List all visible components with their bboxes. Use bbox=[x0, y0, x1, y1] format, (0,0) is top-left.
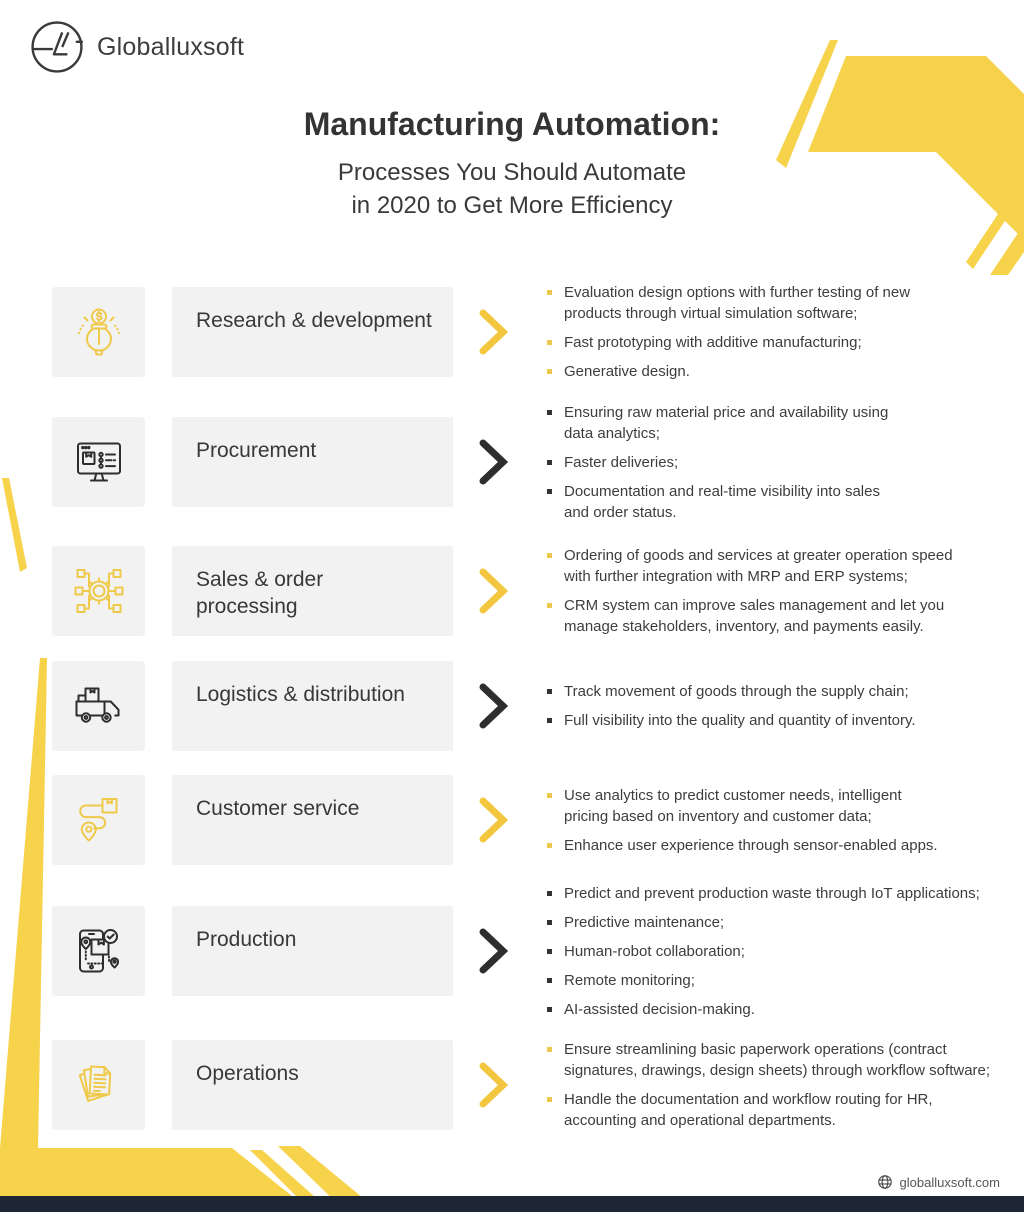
bullet-item: Use analytics to predict customer needs,… bbox=[546, 785, 1024, 827]
bullet-item: Faster deliveries; bbox=[546, 452, 1024, 473]
bullet-list: Use analytics to predict customer needs,… bbox=[546, 785, 1024, 856]
bullet-item: Documentation and real-time visibility i… bbox=[546, 481, 1024, 523]
process-row-production: Production Predict and prevent productio… bbox=[52, 885, 1014, 1018]
bullet-item: Ensuring raw material price and availabi… bbox=[546, 402, 1024, 444]
row-label: Customer service bbox=[196, 797, 360, 820]
row-label-box: Research & development bbox=[172, 287, 453, 377]
bullet-item: Enhance user experience through sensor-e… bbox=[546, 835, 1024, 856]
row-icon-box bbox=[52, 661, 145, 751]
page-subtitle: Processes You Should Automate in 2020 to… bbox=[337, 159, 687, 219]
row-label: Logistics & distribution bbox=[196, 683, 405, 706]
row-label: Production bbox=[196, 928, 297, 951]
bullet-item: CRM system can improve sales management … bbox=[546, 595, 1024, 637]
row-label: Sales & order processing bbox=[196, 568, 324, 618]
header: Manufacturing Automation: Processes You … bbox=[0, 106, 1024, 222]
bullet-item: Ensure streamlining basic paperwork oper… bbox=[546, 1039, 1024, 1081]
monitor-checklist-icon bbox=[71, 434, 127, 490]
bullet-item: Generative design. bbox=[546, 361, 1024, 382]
bullet-list: Ordering of goods and services at greate… bbox=[546, 545, 1024, 637]
bullet-list: Ensure streamlining basic paperwork oper… bbox=[546, 1039, 1024, 1131]
chevron-right-icon bbox=[479, 683, 508, 729]
row-label-box: Operations bbox=[172, 1040, 453, 1130]
row-label-box: Sales & order processing bbox=[172, 546, 453, 636]
bullet-item: Remote monitoring; bbox=[546, 970, 1024, 991]
process-row-customer-service: Customer service Use analytics to predic… bbox=[52, 775, 1014, 865]
bullet-item: Full visibility into the quality and qua… bbox=[546, 710, 1024, 731]
chevron-right-icon bbox=[479, 439, 508, 485]
row-label-box: Customer service bbox=[172, 775, 453, 865]
bullet-item: Human-robot collaboration; bbox=[546, 941, 1024, 962]
bullet-list: Track movement of goods through the supp… bbox=[546, 681, 1024, 731]
bullet-item: Ordering of goods and services at greate… bbox=[546, 545, 1024, 587]
process-row-operations: Operations Ensure streamlining basic pap… bbox=[52, 1040, 1014, 1130]
brand-name: Globalluxsoft bbox=[97, 32, 245, 61]
route-pin-icon bbox=[71, 792, 127, 848]
page-title: Manufacturing Automation: bbox=[303, 106, 721, 142]
row-label: Research & development bbox=[196, 309, 432, 332]
row-label-box: Production bbox=[172, 906, 453, 996]
truck-boxes-icon bbox=[71, 678, 127, 734]
chevron-right-icon bbox=[479, 568, 508, 614]
footer-website-link[interactable]: globalluxsoft.com bbox=[877, 1174, 1000, 1190]
bullet-item: Evaluation design options with further t… bbox=[546, 282, 1024, 324]
row-icon-box bbox=[52, 417, 145, 507]
row-icon-box bbox=[52, 1040, 145, 1130]
bullet-item: Track movement of goods through the supp… bbox=[546, 681, 1024, 702]
lightbulb-dollar-icon bbox=[71, 304, 127, 360]
globalluxsoft-logo-icon bbox=[31, 21, 84, 73]
chevron-right-icon bbox=[479, 309, 508, 355]
bullet-list: Evaluation design options with further t… bbox=[546, 282, 1024, 382]
row-icon-box bbox=[52, 775, 145, 865]
row-label: Operations bbox=[196, 1062, 299, 1085]
logo-bar: Globalluxsoft bbox=[30, 20, 244, 74]
bullet-list: Ensuring raw material price and availabi… bbox=[546, 402, 1024, 523]
chevron-right-icon bbox=[479, 928, 508, 974]
process-row-logistics-distribution: Logistics & distribution Track movement … bbox=[52, 661, 1014, 751]
bullet-item: Predictive maintenance; bbox=[546, 912, 1024, 933]
footer-website-text: globalluxsoft.com bbox=[899, 1174, 1000, 1190]
bullet-item: Handle the documentation and workflow ro… bbox=[546, 1089, 1024, 1131]
chevron-right-icon bbox=[479, 797, 508, 843]
bullet-item: Fast prototyping with additive manufactu… bbox=[546, 332, 1024, 353]
bullet-item: AI-assisted decision-making. bbox=[546, 999, 1024, 1020]
process-row-research-development: Research & development Evaluation design… bbox=[52, 284, 1014, 380]
gear-network-icon bbox=[71, 563, 127, 619]
row-icon-box bbox=[52, 546, 145, 636]
row-label: Procurement bbox=[196, 439, 317, 462]
row-icon-box bbox=[52, 906, 145, 996]
bullet-list: Predict and prevent production waste thr… bbox=[546, 883, 1024, 1020]
row-label-box: Logistics & distribution bbox=[172, 661, 453, 751]
row-icon-box bbox=[52, 287, 145, 377]
row-label-box: Procurement bbox=[172, 417, 453, 507]
documents-icon bbox=[71, 1057, 127, 1113]
bullet-item: Predict and prevent production waste thr… bbox=[546, 883, 1024, 904]
process-row-sales-order-processing: Sales & order processing Ordering of goo… bbox=[52, 546, 1014, 636]
footer-dark-bar bbox=[0, 1196, 1024, 1212]
phone-package-icon bbox=[71, 923, 127, 979]
globe-icon bbox=[877, 1175, 892, 1189]
chevron-right-icon bbox=[479, 1062, 508, 1108]
process-row-procurement: Procurement Ensuring raw material price … bbox=[52, 404, 1014, 521]
